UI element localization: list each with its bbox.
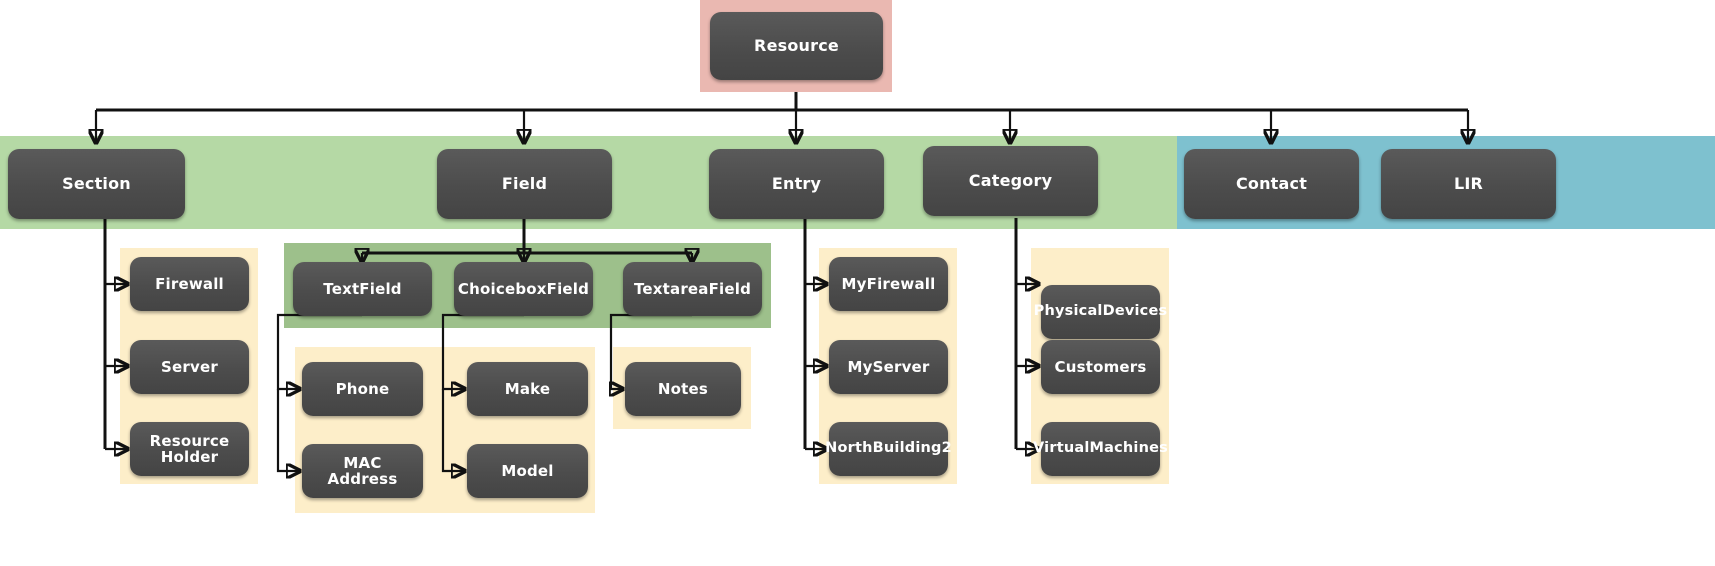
node-choiceboxfield[interactable]: ChoiceboxField bbox=[454, 262, 593, 316]
node-label: MyServer bbox=[847, 357, 930, 376]
node-make[interactable]: Make bbox=[467, 362, 588, 416]
node-label: MyFirewall bbox=[841, 274, 936, 293]
node-label: Model bbox=[501, 461, 554, 480]
node-category[interactable]: Category bbox=[923, 146, 1098, 216]
node-label: Firewall bbox=[155, 274, 224, 293]
node-label: LIR bbox=[1453, 174, 1484, 194]
node-notes[interactable]: Notes bbox=[625, 362, 741, 416]
node-myfirewall[interactable]: MyFirewall bbox=[829, 257, 948, 311]
node-label: Phone bbox=[335, 379, 390, 398]
node-lir[interactable]: LIR bbox=[1381, 149, 1556, 219]
node-label: Notes bbox=[657, 379, 709, 398]
node-label: Resource bbox=[754, 36, 839, 56]
node-firewall[interactable]: Firewall bbox=[130, 257, 249, 311]
node-label: Make bbox=[504, 379, 551, 398]
node-label: VirtualMachines bbox=[1033, 440, 1168, 457]
node-label: Server bbox=[161, 357, 218, 376]
node-section[interactable]: Section bbox=[8, 149, 185, 219]
node-northbuilding2[interactable]: NorthBuilding2 bbox=[825, 422, 952, 476]
node-label: NorthBuilding2 bbox=[825, 440, 952, 457]
node-server[interactable]: Server bbox=[130, 340, 249, 394]
node-customers[interactable]: Customers bbox=[1041, 340, 1160, 394]
node-field[interactable]: Field bbox=[437, 149, 612, 219]
node-label: Customers bbox=[1054, 357, 1147, 376]
node-textfield[interactable]: TextField bbox=[293, 262, 432, 316]
node-label: TextareaField bbox=[633, 279, 752, 298]
node-phone[interactable]: Phone bbox=[302, 362, 423, 416]
node-mac-address[interactable]: MAC Address bbox=[302, 444, 423, 498]
node-physicaldevices[interactable]: PhysicalDevices bbox=[1034, 285, 1167, 339]
node-label: PhysicalDevices bbox=[1033, 303, 1168, 320]
node-label: Entry bbox=[771, 174, 822, 194]
node-label: Field bbox=[501, 174, 548, 194]
node-label: Contact bbox=[1235, 174, 1308, 194]
node-label: ChoiceboxField bbox=[457, 279, 590, 298]
node-label: MAC Address bbox=[327, 453, 398, 488]
node-textareafield[interactable]: TextareaField bbox=[623, 262, 762, 316]
node-label: Section bbox=[62, 174, 131, 194]
node-entry[interactable]: Entry bbox=[709, 149, 884, 219]
node-label: Category bbox=[968, 171, 1053, 191]
node-label: Resource Holder bbox=[149, 431, 230, 466]
node-contact[interactable]: Contact bbox=[1184, 149, 1359, 219]
node-resource[interactable]: Resource bbox=[710, 12, 883, 80]
node-model[interactable]: Model bbox=[467, 444, 588, 498]
node-label: TextField bbox=[323, 279, 402, 298]
node-myserver[interactable]: MyServer bbox=[829, 340, 948, 394]
node-virtualmachines[interactable]: VirtualMachines bbox=[1033, 422, 1168, 476]
node-resource-holder[interactable]: Resource Holder bbox=[130, 422, 249, 476]
